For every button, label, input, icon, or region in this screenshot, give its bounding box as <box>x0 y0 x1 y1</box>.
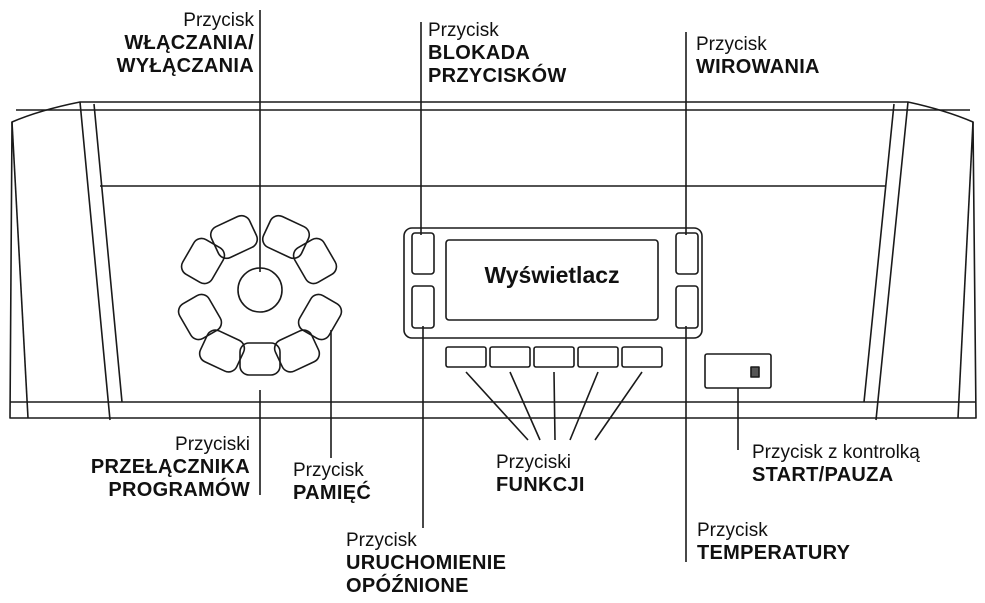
program-button <box>292 237 338 285</box>
panel-left-end <box>11 121 29 419</box>
label-spin-line1: Przycisk <box>696 34 767 55</box>
label-functions: Przyciski FUNKCJI <box>496 452 585 497</box>
panel-left-segment <box>79 101 123 421</box>
label-temperature-line2: TEMPERATURY <box>697 541 851 564</box>
delay-button <box>411 285 435 329</box>
program-button <box>180 237 226 285</box>
label-power-line1: Przycisk <box>183 10 254 31</box>
lock-button <box>411 232 435 275</box>
function-button <box>445 346 487 368</box>
label-delay-line2: URUCHOMIENIE <box>346 551 507 574</box>
label-spin: Przycisk WIROWANIA <box>696 34 820 79</box>
label-memory: Przycisk PAMIĘĆ <box>293 460 371 505</box>
start-pause-indicator <box>750 366 760 378</box>
panel-right-segment <box>863 101 909 421</box>
label-functions-line2: FUNKCJI <box>496 473 585 496</box>
label-program-line1: Przyciski <box>175 434 250 455</box>
label-program: Przyciski PRZEŁĄCZNIKA PROGRAMÓW <box>50 434 250 502</box>
label-power: Przycisk WŁĄCZANIA/ WYŁĄCZANIA <box>90 10 254 78</box>
label-lock-line2: BLOKADA <box>428 41 531 64</box>
label-power-line2: WŁĄCZANIA/ <box>124 31 254 54</box>
program-selector-ring <box>177 214 343 376</box>
label-start-line1: Przycisk z kontrolką <box>752 442 920 463</box>
label-temperature: Przycisk TEMPERATURY <box>697 520 850 565</box>
display-label: Wyświetlacz <box>484 262 620 288</box>
function-button <box>621 346 663 368</box>
start-pause-button <box>704 353 772 389</box>
label-functions-line1: Przyciski <box>496 452 571 473</box>
label-power-line3: WYŁĄCZANIA <box>116 54 254 77</box>
label-lock: Przycisk BLOKADA PRZYCISKÓW <box>428 20 567 88</box>
program-button <box>198 329 246 373</box>
label-delay-line3: OPÓŹNIONE <box>346 574 469 597</box>
function-button <box>489 346 531 368</box>
label-memory-line2: PAMIĘĆ <box>293 481 372 504</box>
display-frame <box>403 227 703 339</box>
label-lock-line1: Przycisk <box>428 20 499 41</box>
program-button <box>273 329 321 373</box>
label-program-line3: PROGRAMÓW <box>108 478 250 501</box>
leader-functions <box>465 371 643 441</box>
label-memory-line1: Przycisk <box>293 460 364 481</box>
label-program-line2: PRZEŁĄCZNIKA <box>90 455 250 478</box>
label-temperature-line1: Przycisk <box>697 520 768 541</box>
power-button <box>237 267 283 313</box>
program-button <box>261 214 311 260</box>
panel-right-end <box>957 121 974 419</box>
label-start: Przycisk z kontrolką START/PAUZA <box>752 442 920 487</box>
label-lock-line3: PRZYCISKÓW <box>428 64 567 87</box>
program-button <box>177 293 223 341</box>
program-button <box>297 293 343 341</box>
label-start-line2: START/PAUZA <box>752 463 894 486</box>
spin-button <box>675 232 699 275</box>
temperature-button <box>675 285 699 329</box>
function-button <box>577 346 619 368</box>
label-delay-line1: Przycisk <box>346 530 417 551</box>
label-delay: Przycisk URUCHOMIENIE OPÓŹNIONE <box>346 530 506 598</box>
panel-outline <box>9 101 977 419</box>
label-spin-line2: WIROWANIA <box>696 55 820 78</box>
function-button <box>533 346 575 368</box>
display-screen <box>445 239 659 321</box>
program-button <box>209 214 259 260</box>
